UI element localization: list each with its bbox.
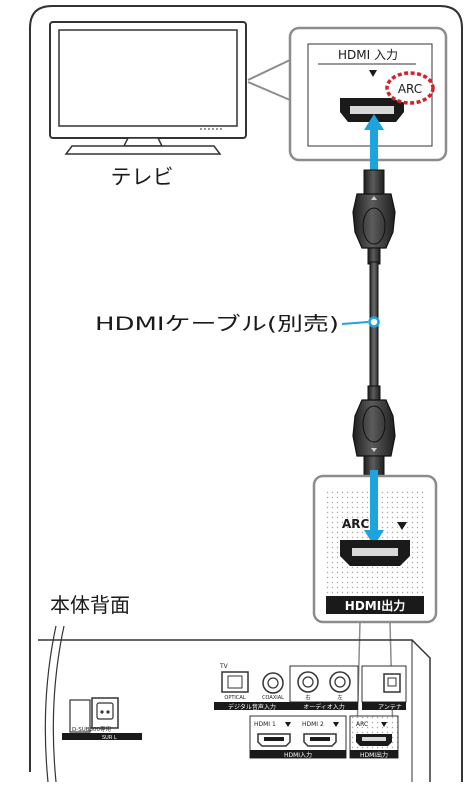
rear-arc-label: ARC: [356, 721, 368, 728]
cable-label: HDMIケーブル(別売): [95, 312, 339, 335]
rear-panel: D-SUB300専用 SUR L TV OPTICAL COAXIAL デジタル…: [38, 625, 431, 783]
unit-hdmi-output-zoom: ARC HDMI出力: [312, 470, 438, 737]
right-channel-label: 右: [305, 694, 310, 701]
tv-illustration: [49, 21, 247, 155]
rear-hdmi-output-label: HDMI出力: [360, 751, 388, 759]
unit-hdmi-output-label: HDMI出力: [345, 598, 405, 613]
digital-audio-input-label: デジタル音声入力: [228, 703, 276, 711]
sur-l-label: SUR L: [102, 735, 117, 741]
left-channel-label: 左: [337, 694, 342, 701]
tv-mark-label: TV: [219, 663, 229, 670]
antenna-label: アンテナ: [378, 704, 402, 711]
audio-input-group: 右 左 オーディオ入力: [289, 665, 359, 711]
optical-label: OPTICAL: [224, 695, 245, 701]
hdmi-input-group: HDMI 1 HDMI 2 HDMI入力: [249, 715, 347, 759]
hdmi-input-label: HDMI入力: [284, 751, 312, 759]
dsub-dedicated-label: D-SUB300専用: [72, 725, 111, 733]
digital-audio-input-group: TV OPTICAL COAXIAL デジタル音声入力: [214, 663, 290, 711]
hdmi1-label: HDMI 1: [254, 721, 276, 728]
sur-l-jack: D-SUB300専用 SUR L: [62, 697, 142, 741]
audio-input-label: オーディオ入力: [303, 703, 345, 711]
antenna-group: アンテナ: [361, 665, 407, 711]
tv-label: テレビ: [111, 165, 174, 189]
unit-rear-label: 本体背面: [50, 593, 130, 617]
tv-hdmi-input-zoom: HDMI 入力 ARC: [288, 26, 448, 162]
outer-frame: [29, 5, 463, 782]
hdmi2-label: HDMI 2: [302, 721, 324, 728]
hdmi-output-group: ARC HDMI出力: [349, 715, 399, 759]
cable-label-leader: [341, 321, 369, 325]
tv-arc-label: ARC: [398, 82, 422, 96]
tv-hdmi-input-label: HDMI 入力: [338, 48, 398, 62]
unit-arc-label: ARC: [342, 517, 370, 531]
tv-callout-pointer: [247, 59, 291, 101]
arc-highlight-circle: [385, 71, 435, 105]
cable-label-dot: [368, 316, 380, 328]
coaxial-label: COAXIAL: [262, 695, 284, 701]
hdmi-cable: [352, 114, 396, 479]
